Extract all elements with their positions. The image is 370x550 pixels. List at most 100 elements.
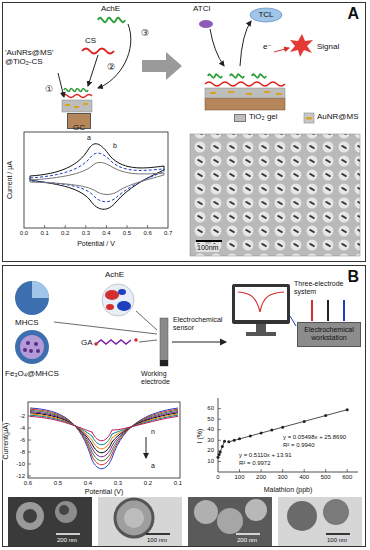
tick-label: 0.4	[101, 230, 111, 237]
tick-label: 0.5	[122, 230, 132, 237]
equation: R² = 0.9972	[238, 460, 272, 467]
tick-label: -8	[19, 449, 26, 456]
axis-title: Potential (V)	[84, 488, 125, 496]
working-electrode	[160, 360, 168, 366]
working-electrode	[160, 318, 168, 366]
assembly-line	[139, 340, 157, 342]
tick-label: -2	[19, 413, 26, 420]
tick-label: 0.3	[113, 480, 123, 487]
curve-label: a	[150, 462, 156, 470]
electrode-stack	[62, 89, 92, 112]
three-electrodes	[311, 300, 313, 321]
tem-image	[323, 499, 349, 525]
process-arrow	[142, 52, 182, 80]
panel-frame: BElectrochemical workstation	[2, 265, 366, 547]
instrument-box: Electrochemical workstation	[297, 322, 361, 347]
component-label: e⁻	[262, 42, 273, 51]
scale-label: 100 nm	[326, 537, 348, 544]
three-electrodes	[327, 300, 329, 321]
tick-label: 600	[341, 474, 353, 481]
dpv-curve	[30, 408, 178, 469]
component-label: Working electrode	[140, 370, 196, 386]
step-arrow	[88, 55, 98, 86]
legend-icon	[304, 113, 314, 123]
calibration-plot	[281, 426, 284, 429]
dpv-curve	[30, 416, 178, 440]
working-electrode	[160, 318, 168, 366]
substrate-molecule	[250, 8, 282, 22]
computer-monitor	[238, 292, 284, 312]
sensor-electrode	[205, 74, 285, 110]
tem-image	[98, 497, 182, 546]
component-label: AchE	[100, 4, 121, 13]
three-electrodes	[343, 300, 345, 321]
glutaraldehyde	[134, 338, 138, 342]
legend-text: TiO₂ gel	[249, 112, 278, 121]
calibration-plot	[233, 439, 236, 442]
chitosan-wave	[82, 49, 114, 54]
curve-label: a	[86, 134, 92, 142]
sensor-electrode	[205, 98, 285, 110]
sem-image	[194, 500, 218, 524]
calibration-plot	[217, 398, 359, 472]
step-arrow	[58, 24, 131, 97]
tem-image	[115, 499, 153, 537]
step-arrow	[98, 24, 131, 88]
glutaraldehyde	[94, 342, 98, 346]
axis-title: Malathion (ppb)	[263, 486, 314, 494]
dpv-curve	[30, 412, 178, 457]
sem-image	[23, 509, 37, 523]
sem-image	[236, 533, 260, 535]
tick-label: 10	[206, 458, 215, 465]
enzyme-protein	[106, 304, 114, 310]
assembly-line	[54, 311, 157, 342]
tick-label: 50	[206, 416, 215, 423]
dpv-curve	[30, 415, 178, 445]
tick-label: -4	[19, 425, 26, 432]
sensor-electrode	[276, 93, 282, 95]
component-label: TCL	[257, 10, 274, 19]
tick-label: 0.5	[53, 480, 63, 487]
equation: R² = 0.9940	[282, 442, 316, 449]
calibration-plot	[324, 414, 327, 417]
step-number: ②	[106, 62, 116, 72]
tem-image	[146, 533, 170, 535]
scale-label: 200 nm	[56, 537, 78, 544]
component-label: AchE	[104, 270, 125, 279]
assembly-line	[54, 322, 157, 334]
tem-image	[124, 508, 144, 528]
process-arrow	[172, 342, 226, 343]
dpv-curve	[30, 409, 178, 465]
tick-label: 20	[206, 447, 215, 454]
axis-title: I (%)	[196, 428, 204, 445]
signal-burst	[290, 34, 313, 57]
enzyme-protein	[118, 289, 126, 295]
dpv-plot	[146, 437, 147, 458]
curve-label: n	[150, 428, 156, 436]
sensor-electrode	[208, 74, 266, 77]
legend-text: AuNR@MS	[317, 112, 358, 121]
tick-label: 0	[215, 474, 220, 481]
enzyme-protein	[105, 290, 119, 300]
dpv-curve	[30, 413, 178, 453]
enzyme-protein	[102, 284, 134, 316]
tick-label: 0.2	[60, 230, 70, 237]
process-arrow	[172, 341, 226, 342]
axis-title: Current / μA	[6, 160, 14, 200]
electrode-stack	[64, 89, 88, 92]
enzyme-protein	[117, 301, 131, 311]
electrode-stack	[65, 104, 70, 106]
tick-label: 0.1	[39, 230, 49, 237]
tick-label: 60	[206, 405, 215, 412]
tick-label: 200	[255, 474, 267, 481]
carbon-sphere	[15, 330, 49, 364]
calibration-plot	[238, 437, 241, 440]
calibration-plot	[260, 432, 263, 435]
component-label: 'AuNRs@MS' @TiO₂-CS	[4, 48, 68, 66]
dpv-plot	[28, 402, 180, 478]
calibration-plot	[229, 410, 347, 442]
carbon-sphere	[15, 281, 49, 315]
calibration-plot	[217, 456, 220, 459]
cv-plot	[24, 132, 168, 228]
